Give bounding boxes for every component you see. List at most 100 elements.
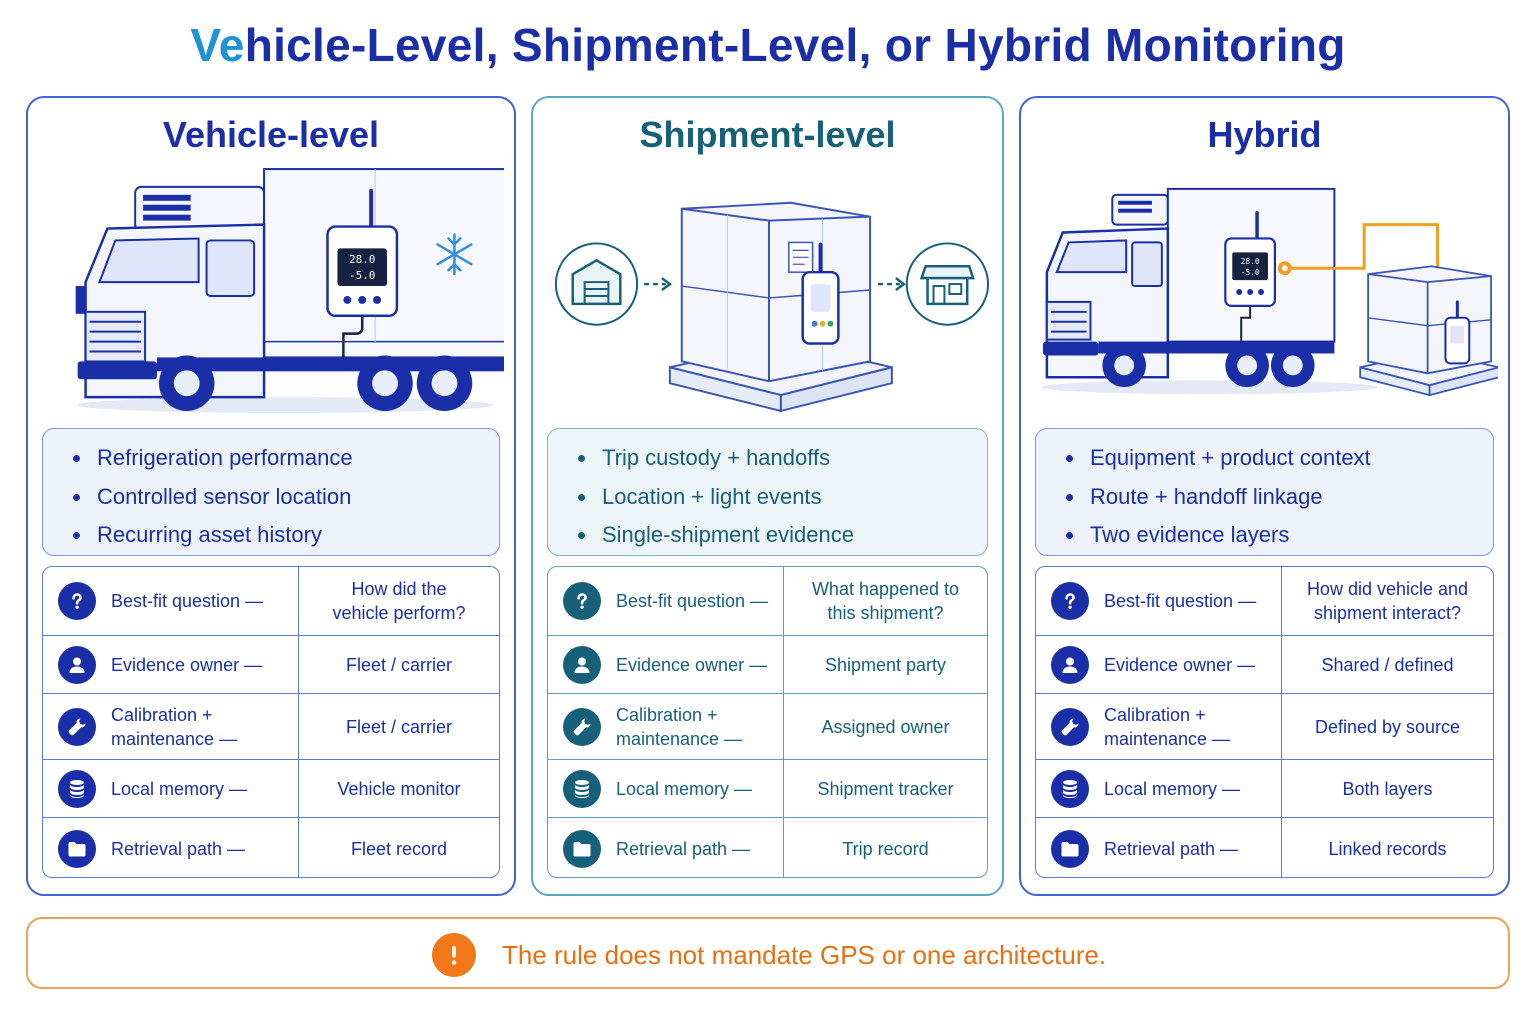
table-row: Calibration +maintenance — Fleet / carrie… <box>43 693 499 759</box>
attribute-table: Best-fit question — What happened to this … <box>547 566 988 878</box>
row-label-line: maintenance — <box>616 728 743 749</box>
row-label-cell: Retrieval path — <box>43 818 299 877</box>
row-value: Both layers <box>1282 760 1493 817</box>
row-value-line: vehicle perform? <box>332 603 466 623</box>
row-label-line: Best-fit question — <box>616 591 769 611</box>
row-value-line: How did the <box>351 579 447 599</box>
row-label: Retrieval path — <box>616 837 777 861</box>
pallet-tracker-device <box>1444 300 1471 365</box>
row-value: How did the vehicle perform? <box>299 567 499 635</box>
feature-bullet-box: Equipment + product context Route + hand… <box>1035 428 1494 556</box>
row-label: Evidence owner — <box>111 653 292 677</box>
row-label-line: Local memory — <box>616 778 753 799</box>
wrench-icon <box>1051 707 1089 746</box>
row-label-line: Calibration + <box>616 704 718 725</box>
page-title: Vehicle-Level, Shipment-Level, or Hybrid… <box>0 18 1536 72</box>
monitor-readout-line-2: -5.0 <box>1241 268 1260 277</box>
table-row: Evidence owner — Fleet / carrier <box>43 635 499 693</box>
shipment-tracker-device <box>801 242 840 345</box>
row-label: Retrieval path — <box>111 837 292 861</box>
row-value-line: shipment interact? <box>1313 603 1462 623</box>
truck-linked-to-pallet-drawing: 28.0 -5.0 <box>1040 187 1498 397</box>
row-value-line: Defined by source <box>1314 716 1461 737</box>
table-row: Calibration + maintenance — Assigned owner <box>548 693 987 759</box>
row-value-line: Shared / defined <box>1321 654 1454 675</box>
table-row: Best-fit question — How did the vehicle pe… <box>43 567 499 635</box>
row-label-cell: Calibration + maintenance — <box>1036 694 1282 759</box>
row-value-line: How did vehicle and <box>1306 579 1469 599</box>
pallet-with-boxes <box>1359 265 1498 397</box>
person-icon <box>1051 645 1089 684</box>
row-value: What happened to this shipment? <box>784 567 987 635</box>
footer-text: The rule does not mandate GPS or one arc… <box>502 940 1107 970</box>
row-label-cell: Evidence owner — <box>548 636 784 693</box>
footer-note: The rule does not mandate GPS or one arc… <box>26 917 1510 989</box>
snowflake-icon <box>436 233 473 276</box>
truck-wheels <box>158 355 473 411</box>
row-label: Retrieval path — <box>1104 837 1275 861</box>
row-label: Calibration + maintenance — <box>1104 703 1275 751</box>
row-value-line: Assigned owner <box>821 716 950 737</box>
row-value: Linked records <box>1282 818 1493 877</box>
monitor-readout-line-1: 28.0 <box>349 253 375 266</box>
row-value-line: Shipment tracker <box>817 778 954 799</box>
table-row: Local memory — Shipment tracker <box>548 759 987 817</box>
vehicle-level-panel: Vehicle-level <box>26 96 516 896</box>
row-label: Calibration + maintenance — <box>616 703 777 751</box>
row-label-cell: Local memory — <box>43 760 299 817</box>
row-label-line: maintenance — <box>111 728 238 749</box>
feature-bullet: Recurring asset history <box>73 516 499 555</box>
table-row: Evidence owner —Shared / defined <box>1036 635 1493 693</box>
row-value: Shipment party <box>784 636 987 693</box>
pallet-shipment-illustration <box>543 162 992 422</box>
row-value-line: Fleet record <box>350 838 448 859</box>
arrow-right-icon <box>878 277 906 292</box>
row-label: Calibration +maintenance — <box>111 703 292 751</box>
row-value: How did vehicle and shipment interact? <box>1282 567 1493 635</box>
feature-bullet: Route + handoff linkage <box>1066 478 1493 517</box>
hybrid-monitoring-illustration: 28.0 -5.0 <box>1031 162 1498 422</box>
attribute-table: Best-fit question — How did the vehicle pe… <box>42 566 500 878</box>
row-label-line: Retrieval path — <box>111 838 246 859</box>
row-label-line: Retrieval path — <box>616 838 751 859</box>
row-value-line: Fleet / carrier <box>345 654 453 675</box>
row-label-cell: Best-fit question — <box>43 567 299 635</box>
row-label-line: maintenance — <box>1104 728 1231 749</box>
row-value-line: Fleet / carrier <box>345 716 453 737</box>
row-value: Fleet record <box>299 818 499 877</box>
feature-bullet: Location + light events <box>578 478 987 517</box>
wrench-icon <box>563 707 601 746</box>
feature-bullet: Equipment + product context <box>1066 439 1493 478</box>
shipment-level-panel: Shipment-level <box>531 96 1004 896</box>
row-value: Shipment tracker <box>784 760 987 817</box>
folder-icon <box>1051 829 1089 868</box>
row-value-line: this shipment? <box>827 603 944 623</box>
truck-with-monitor-drawing: 28.0 -5.0 <box>75 168 504 413</box>
row-value-line: What happened to <box>811 579 960 599</box>
person-icon <box>58 645 96 684</box>
page-title-accent: Ve <box>190 19 245 71</box>
row-label-line: Evidence owner — <box>111 654 263 675</box>
table-row: Local memory —Both layers <box>1036 759 1493 817</box>
row-value-line: Shipment party <box>824 654 947 675</box>
feature-bullet: Two evidence layers <box>1066 516 1493 555</box>
row-label-cell: Retrieval path — <box>1036 818 1282 877</box>
row-label-cell: Retrieval path — <box>548 818 784 877</box>
question-icon <box>1051 582 1089 620</box>
folder-icon <box>563 829 601 868</box>
store-icon <box>905 242 990 326</box>
row-value-line: Linked records <box>1328 838 1447 859</box>
database-icon <box>1051 769 1089 808</box>
refrigerated-truck-illustration: 28.0 -5.0 <box>38 162 504 422</box>
row-label-line: Calibration + <box>1104 704 1206 725</box>
feature-bullet: Controlled sensor location <box>73 478 499 517</box>
exclamation-icon <box>432 933 476 977</box>
warehouse-icon <box>554 242 639 326</box>
row-value: Fleet / carrier <box>299 636 499 693</box>
database-icon <box>58 769 96 808</box>
question-icon <box>58 582 96 620</box>
row-value: Trip record <box>784 818 987 877</box>
row-label: Local memory — <box>616 777 777 801</box>
row-label: Best-fit question — <box>616 589 777 613</box>
